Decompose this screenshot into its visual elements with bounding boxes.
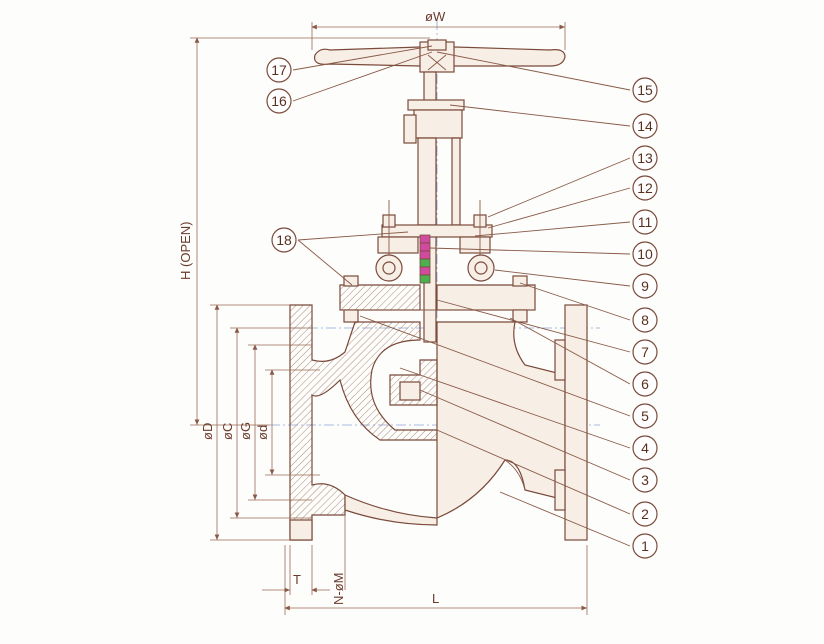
callout-15: 15 bbox=[632, 77, 658, 103]
svg-text:8: 8 bbox=[641, 312, 649, 328]
dim-m-label: N-øM bbox=[331, 573, 346, 606]
yoke-and-stem bbox=[377, 71, 493, 343]
callout-11: 11 bbox=[632, 209, 658, 235]
dim-d-label: øD bbox=[200, 423, 215, 440]
svg-text:13: 13 bbox=[637, 150, 653, 166]
callout-7: 7 bbox=[632, 339, 658, 365]
dim-small-d-label: ød bbox=[255, 425, 270, 440]
svg-text:12: 12 bbox=[637, 180, 653, 196]
svg-text:6: 6 bbox=[641, 376, 649, 392]
callout-13: 13 bbox=[632, 145, 658, 171]
callout-5: 5 bbox=[632, 403, 658, 429]
callout-12: 12 bbox=[632, 175, 658, 201]
svg-text:5: 5 bbox=[641, 408, 649, 424]
svg-text:11: 11 bbox=[638, 214, 653, 230]
dim-h-label: H (OPEN) bbox=[178, 222, 193, 281]
callout-6: 6 bbox=[632, 371, 658, 397]
eye-bolt-left bbox=[375, 254, 403, 282]
dim-c-label: øC bbox=[220, 423, 235, 440]
valve-body bbox=[289, 304, 588, 541]
svg-text:17: 17 bbox=[271, 62, 287, 78]
svg-text:4: 4 bbox=[641, 440, 649, 456]
dim-w-label: øW bbox=[425, 9, 446, 24]
eye-bolt-right bbox=[467, 254, 495, 282]
callout-14: 14 bbox=[632, 113, 658, 139]
callout-1: 1 bbox=[632, 533, 658, 559]
svg-text:1: 1 bbox=[641, 538, 649, 554]
bonnet bbox=[339, 275, 536, 323]
callout-16: 16 bbox=[266, 88, 292, 114]
callout-3: 3 bbox=[632, 467, 658, 493]
callout-4: 4 bbox=[632, 435, 658, 461]
dim-l-label: L bbox=[432, 591, 439, 606]
callout-17: 17 bbox=[266, 57, 292, 83]
svg-text:9: 9 bbox=[641, 278, 649, 294]
svg-text:10: 10 bbox=[637, 246, 653, 262]
leader-lines bbox=[292, 45, 631, 547]
callout-18: 18 bbox=[271, 227, 297, 253]
svg-text:16: 16 bbox=[271, 93, 287, 109]
callout-8: 8 bbox=[632, 307, 658, 333]
svg-text:14: 14 bbox=[637, 118, 653, 134]
svg-text:3: 3 bbox=[641, 472, 649, 488]
svg-text:2: 2 bbox=[641, 506, 649, 522]
packing bbox=[419, 234, 431, 284]
dimension-lines bbox=[190, 22, 588, 615]
svg-text:7: 7 bbox=[641, 344, 649, 360]
svg-text:18: 18 bbox=[276, 232, 292, 248]
svg-text:15: 15 bbox=[637, 82, 653, 98]
handwheel bbox=[313, 39, 566, 73]
dim-t-label: T bbox=[293, 572, 301, 587]
callout-9: 9 bbox=[632, 273, 658, 299]
callout-2: 2 bbox=[632, 501, 658, 527]
callout-10: 10 bbox=[632, 241, 658, 267]
dim-g-label: øG bbox=[238, 422, 253, 440]
